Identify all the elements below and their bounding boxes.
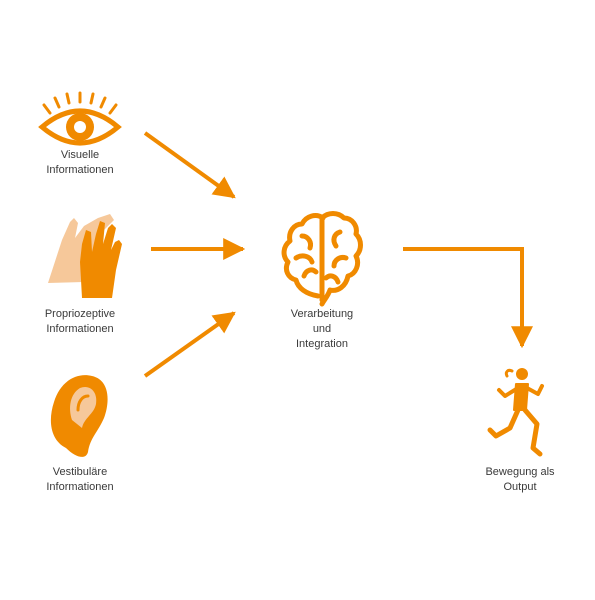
label-proprio-line1: Propriozeptive <box>44 308 116 320</box>
label-output-line1: Bewegung als <box>485 466 555 478</box>
arrow-vestibular-to-brain <box>143 311 236 378</box>
label-output-line2: Output <box>503 481 537 493</box>
label-visual-line2: Informationen <box>46 164 114 176</box>
label-visual-line1: Visuelle <box>60 149 100 161</box>
label-center: Verarbeitung und Integration <box>262 307 382 352</box>
label-vestibular: Vestibuläre Informationen <box>20 465 140 495</box>
brain-icon <box>281 211 363 307</box>
label-output: Bewegung als Output <box>460 465 580 495</box>
arrows <box>143 131 533 378</box>
label-proprio: Propriozeptive Informationen <box>20 307 140 337</box>
arrow-visual-to-brain <box>143 131 236 199</box>
hands-icon <box>48 214 122 298</box>
label-center-line2: und <box>312 323 332 335</box>
label-center-line1: Verarbeitung <box>290 308 354 320</box>
label-proprio-line2: Informationen <box>46 323 114 335</box>
arrow-brain-to-output <box>403 247 533 349</box>
label-vestibular-line1: Vestibuläre <box>52 466 108 478</box>
ear-icon <box>50 375 108 457</box>
runner-icon <box>487 368 544 457</box>
label-vestibular-line2: Informationen <box>46 481 114 493</box>
eye-icon <box>38 91 122 146</box>
label-visual: Visuelle Informationen <box>20 148 140 178</box>
label-center-line3: Integration <box>296 338 348 350</box>
